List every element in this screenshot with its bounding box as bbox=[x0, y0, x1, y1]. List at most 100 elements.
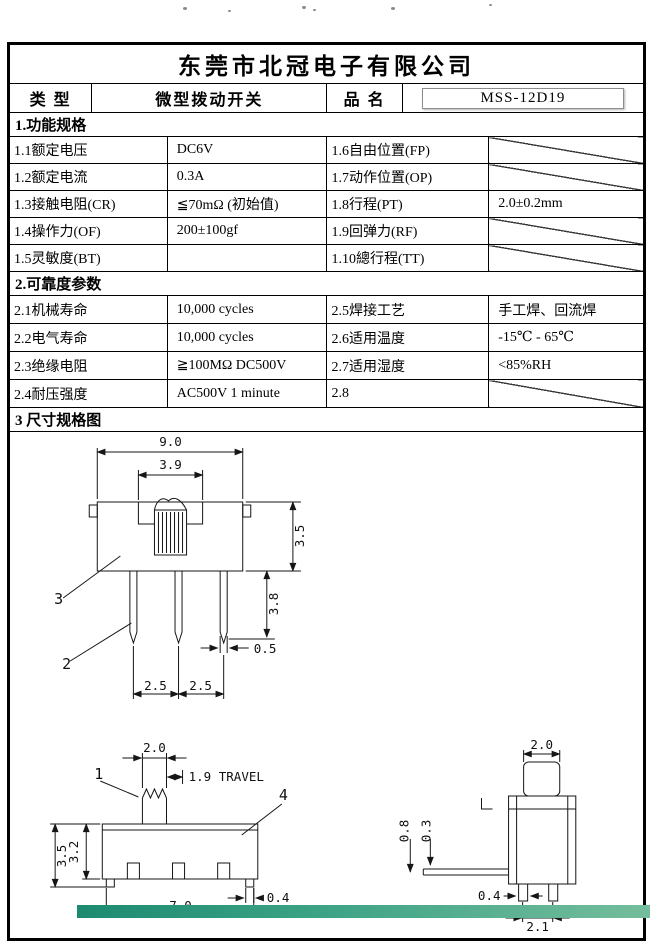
table-row: 2.3绝缘电阻 ≧100MΩ DC500V 2.7适用湿度 <85%RH bbox=[9, 351, 644, 380]
dim-label: 1.9 TRAVEL bbox=[189, 769, 264, 784]
table-row: 2.2电气寿命 10,000 cycles 2.6适用温度 -15℃ - 65℃ bbox=[9, 323, 644, 352]
dim-label: 3.5 bbox=[292, 525, 307, 548]
dim-label: 0.5 bbox=[254, 641, 277, 656]
spec-value: -15℃ - 65℃ bbox=[488, 323, 644, 352]
dim-label: 3.8 bbox=[266, 593, 281, 616]
part-number-3: 3 bbox=[54, 590, 63, 608]
table-row: 1.5灵敏度(BT) 1.10總行程(TT) bbox=[9, 244, 644, 272]
spec-param: 1.4操作力(OF) bbox=[9, 217, 168, 245]
type-label: 类 型 bbox=[8, 83, 93, 113]
spec-value: 手工焊、回流焊 bbox=[488, 295, 644, 324]
spec-param: 1.9回弹力(RF) bbox=[326, 217, 490, 245]
dim-label: 2.5 bbox=[189, 678, 212, 693]
table-row: 2.4耐压强度 AC500V 1 minute 2.8 bbox=[9, 379, 644, 408]
dim-label: 2.5 bbox=[144, 678, 167, 693]
spec-param: 1.5灵敏度(BT) bbox=[9, 244, 168, 272]
spec-value: <85%RH bbox=[488, 351, 644, 380]
product-number: MSS-12D19 bbox=[421, 87, 624, 109]
section1-title: 1.功能规格 bbox=[9, 112, 644, 137]
spec-value-empty bbox=[488, 244, 644, 272]
dimension-drawing: 9.0 3.9 3.5 3.8 0.5 2.5 2.5 3 2 2.0 1.9 … bbox=[50, 434, 577, 934]
dim-label: 3.2 bbox=[66, 841, 81, 864]
spec-param: 1.3接触电阻(CR) bbox=[9, 190, 168, 218]
table-row: 东莞市北冠电子有限公司 bbox=[9, 44, 644, 84]
spec-value-empty bbox=[488, 217, 644, 245]
footer-color-bar bbox=[77, 905, 650, 918]
company-title: 东莞市北冠电子有限公司 bbox=[9, 44, 644, 84]
dim-label: 0.4 bbox=[478, 888, 501, 903]
spec-value: 200±100gf bbox=[166, 217, 328, 245]
knob-knurl bbox=[141, 787, 167, 800]
spec-value: ≦70mΩ (初始值) bbox=[166, 190, 328, 218]
section-header: 2.可靠度参数 bbox=[9, 271, 644, 296]
spec-param: 1.8行程(PT) bbox=[326, 190, 490, 218]
spec-param: 2.1机械寿命 bbox=[9, 295, 168, 324]
dim-label: 3.9 bbox=[159, 457, 182, 472]
type-value: 微型拨动开关 bbox=[91, 83, 328, 113]
spec-sheet: 东莞市北冠电子有限公司 类 型 微型拨动开关 品 名 MSS-12D19 1.功… bbox=[7, 42, 646, 941]
spec-param: 2.3绝缘电阻 bbox=[9, 351, 168, 380]
spec-param: 2.5焊接工艺 bbox=[326, 295, 490, 324]
dim-label: 9.0 bbox=[159, 434, 182, 449]
spec-table: 东莞市北冠电子有限公司 类 型 微型拨动开关 品 名 MSS-12D19 1.功… bbox=[8, 44, 645, 939]
side-view bbox=[406, 750, 577, 922]
spec-value: 2.0±0.2mm bbox=[488, 190, 644, 218]
spec-param: 1.10總行程(TT) bbox=[326, 244, 490, 272]
spec-param: 1.1额定电压 bbox=[9, 136, 168, 164]
leader-2 bbox=[69, 622, 132, 662]
corner-mark bbox=[480, 798, 493, 810]
spec-value: AC500V 1 minute bbox=[166, 379, 328, 408]
spec-param: 2.4耐压强度 bbox=[9, 379, 168, 408]
dim-label: 2.0 bbox=[143, 740, 166, 755]
spec-value: ≧100MΩ DC500V bbox=[166, 351, 328, 380]
spec-value-empty bbox=[488, 163, 644, 191]
spec-param: 1.7动作位置(OP) bbox=[326, 163, 490, 191]
lead-terminal bbox=[422, 868, 509, 876]
spec-value: 10,000 cycles bbox=[166, 323, 328, 352]
table-row: 1.4操作力(OF) 200±100gf 1.9回弹力(RF) bbox=[9, 217, 644, 245]
part-number-1: 1 bbox=[94, 765, 103, 783]
pin bbox=[219, 570, 228, 645]
leader-4 bbox=[241, 803, 283, 836]
spec-value: DC6V bbox=[166, 136, 328, 164]
spec-value: 0.3A bbox=[166, 163, 328, 191]
table-row: 类 型 微型拨动开关 品 名 MSS-12D19 bbox=[8, 83, 645, 113]
table-row: 1.1额定电压 DC6V 1.6自由位置(FP) bbox=[9, 136, 644, 164]
section3-title: 3 尺寸规格图 bbox=[9, 407, 644, 432]
dim-label: 0.8 bbox=[396, 820, 411, 843]
product-cell: MSS-12D19 bbox=[401, 83, 645, 113]
spec-value-blank bbox=[166, 244, 328, 272]
dimension-diagram-cell: 9.0 3.9 3.5 3.8 0.5 2.5 2.5 3 2 2.0 1.9 … bbox=[9, 431, 644, 939]
front-view bbox=[62, 448, 301, 699]
dim-label: 0.3 bbox=[418, 820, 433, 843]
dim-label: 0.4 bbox=[267, 890, 290, 905]
part-number-4: 4 bbox=[279, 786, 288, 804]
dim-label: 2.1 bbox=[526, 919, 549, 934]
table-row: 1.3接触电阻(CR) ≦70mΩ (初始值) 1.8行程(PT) 2.0±0.… bbox=[9, 190, 644, 218]
spec-param: 2.8 bbox=[326, 379, 490, 408]
pin bbox=[174, 570, 183, 645]
spec-value: 10,000 cycles bbox=[166, 295, 328, 324]
leader-3 bbox=[62, 555, 121, 599]
section2-title: 2.可靠度参数 bbox=[9, 271, 644, 296]
actuator-dome bbox=[153, 497, 188, 511]
drawing-labels: 9.0 3.9 3.5 3.8 0.5 2.5 2.5 3 2 2.0 1.9 … bbox=[54, 434, 553, 934]
spec-param: 1.6自由位置(FP) bbox=[326, 136, 490, 164]
spec-param: 2.6适用温度 bbox=[326, 323, 490, 352]
spec-param: 1.2额定电流 bbox=[9, 163, 168, 191]
spec-value-empty bbox=[488, 136, 644, 164]
table-row: 2.1机械寿命 10,000 cycles 2.5焊接工艺 手工焊、回流焊 bbox=[9, 295, 644, 324]
dim-label: 2.0 bbox=[530, 737, 553, 752]
dim-label: 3.5 bbox=[54, 845, 69, 868]
pin bbox=[129, 570, 138, 645]
leader-1 bbox=[100, 780, 139, 798]
table-row: 1.2额定电流 0.3A 1.7动作位置(OP) bbox=[9, 163, 644, 191]
spec-value-empty bbox=[488, 379, 644, 408]
product-label: 品 名 bbox=[326, 83, 403, 113]
part-number-2: 2 bbox=[62, 655, 71, 673]
section-header: 3 尺寸规格图 bbox=[9, 407, 644, 432]
spec-param: 2.7适用湿度 bbox=[326, 351, 490, 380]
section-header: 1.功能规格 bbox=[9, 112, 644, 137]
table-row: 9.0 3.9 3.5 3.8 0.5 2.5 2.5 3 2 2.0 1.9 … bbox=[9, 431, 644, 939]
spec-param: 2.2电气寿命 bbox=[9, 323, 168, 352]
